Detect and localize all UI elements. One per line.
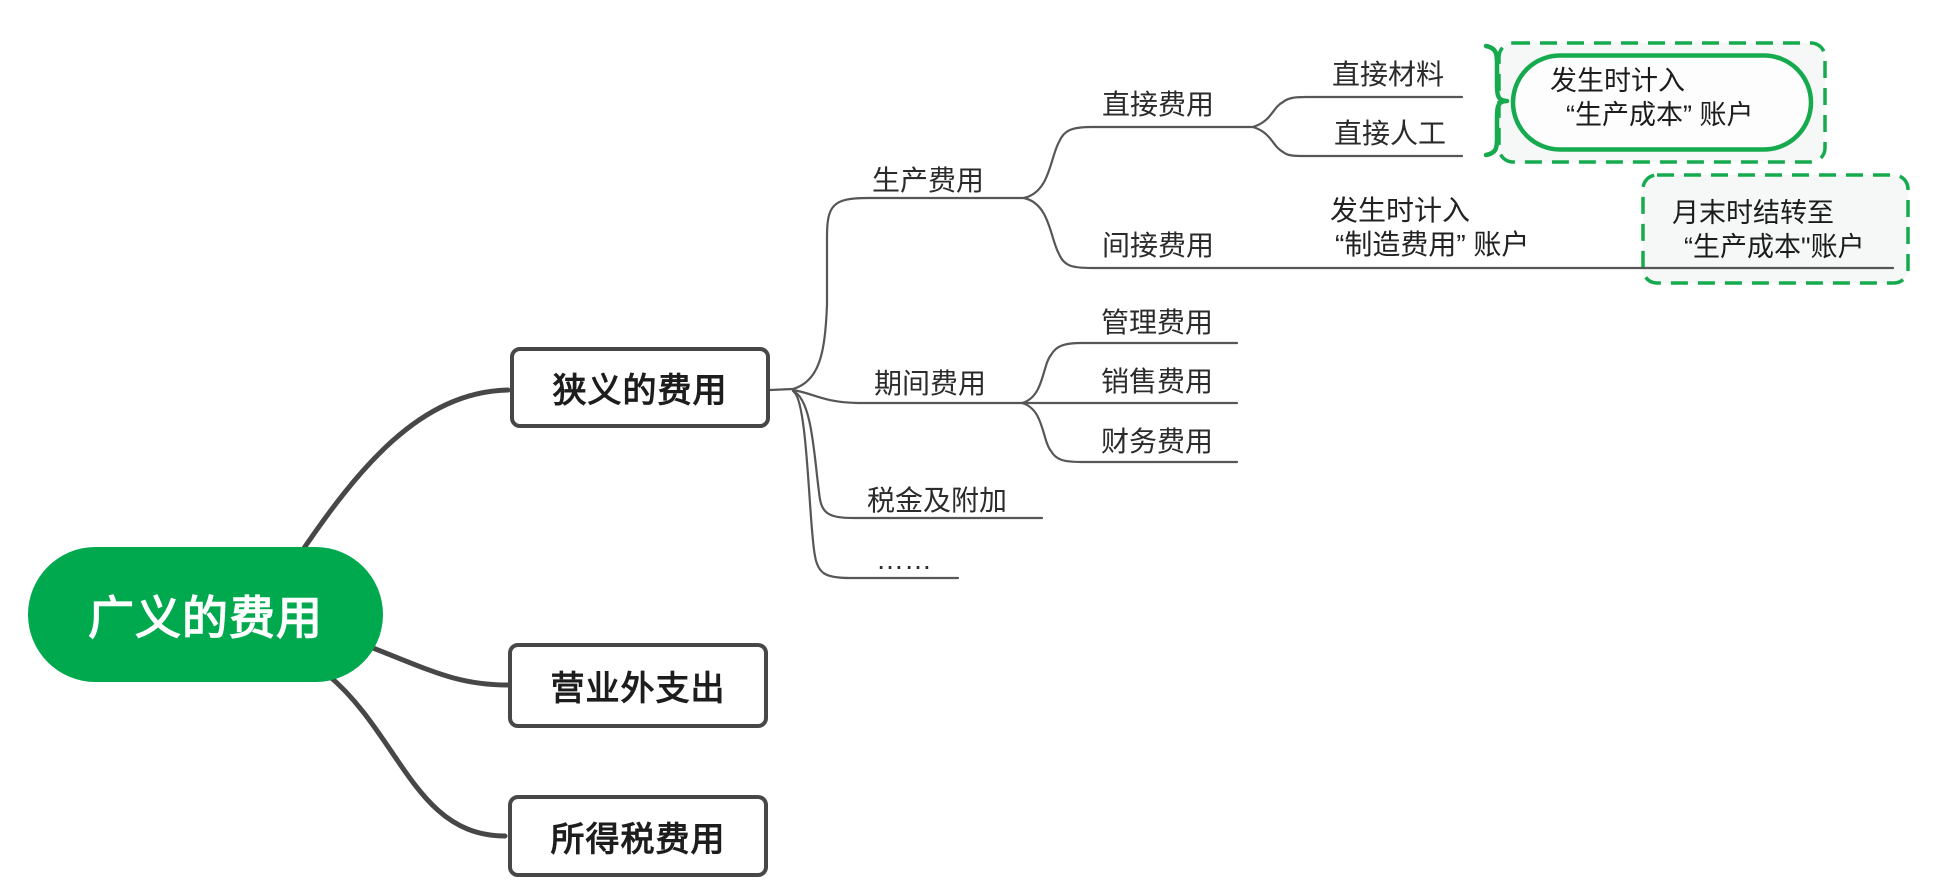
node-yingyewai[interactable]: 营业外支出	[508, 643, 768, 728]
root-node-guangyi[interactable]: 广义的费用	[28, 547, 383, 682]
callout2-line2: “生产成本"账户	[1684, 232, 1865, 262]
topic-qijian[interactable]: 期间费用	[874, 368, 987, 399]
branch-rengong	[1251, 125, 1464, 158]
topic-shuijin[interactable]: 税金及附加	[867, 485, 1008, 516]
branch-root-yingyewai	[349, 637, 511, 688]
callout-month-end-text[interactable]: 月末时结转至 “生产成本"账户	[1672, 196, 1865, 264]
callout1-line1: 发生时计入	[1550, 66, 1685, 96]
branch-root-xiayi	[295, 387, 511, 560]
branch-shengchan	[791, 196, 1026, 391]
topic-jianjie[interactable]: 间接费用	[1102, 230, 1215, 261]
callout1-line2: “生产成本” 账户	[1566, 100, 1754, 130]
curly-brace-icon	[1483, 43, 1510, 158]
note-jianjie[interactable]: 发生时计入 “制造费用” 账户	[1330, 194, 1529, 262]
branch-guanli	[1020, 341, 1239, 405]
node-suodeshui[interactable]: 所得税费用	[508, 795, 768, 877]
branch-jianjie	[1022, 196, 1895, 270]
branch-zhijie	[1022, 125, 1255, 200]
topic-ellipsis[interactable]: ……	[876, 544, 932, 575]
note-jianjie-line2: “制造费用” 账户	[1335, 229, 1530, 260]
topic-shengchan[interactable]: 生产费用	[872, 165, 985, 196]
topic-caiwu[interactable]: 财务费用	[1101, 426, 1214, 457]
branch-caiwu	[1020, 401, 1239, 464]
branch-ellipsis	[792, 390, 960, 580]
branch-qijian	[791, 388, 1024, 405]
note-jianjie-line1: 发生时计入	[1330, 195, 1471, 226]
callout-box-month-end[interactable]	[1641, 173, 1910, 285]
callout2-line1: 月末时结转至	[1672, 198, 1834, 228]
branch-cailiao	[1251, 95, 1464, 129]
callout-production-cost-text[interactable]: 发生时计入 “生产成本” 账户	[1550, 64, 1753, 132]
callout-inner-pill[interactable]	[1510, 53, 1814, 152]
topic-guanli[interactable]: 管理费用	[1101, 307, 1214, 338]
branch-shuijin	[791, 389, 1044, 520]
branch-root-suodeshui	[325, 672, 508, 839]
node-xiayi[interactable]: 狭义的费用	[510, 347, 770, 428]
stub-xiayi	[768, 387, 795, 392]
topic-xiaoshou[interactable]: 销售费用	[1101, 366, 1214, 397]
topic-rengong[interactable]: 直接人工	[1334, 118, 1447, 149]
topic-zhijie[interactable]: 直接费用	[1102, 89, 1215, 120]
topic-cailiao[interactable]: 直接材料	[1332, 59, 1445, 90]
